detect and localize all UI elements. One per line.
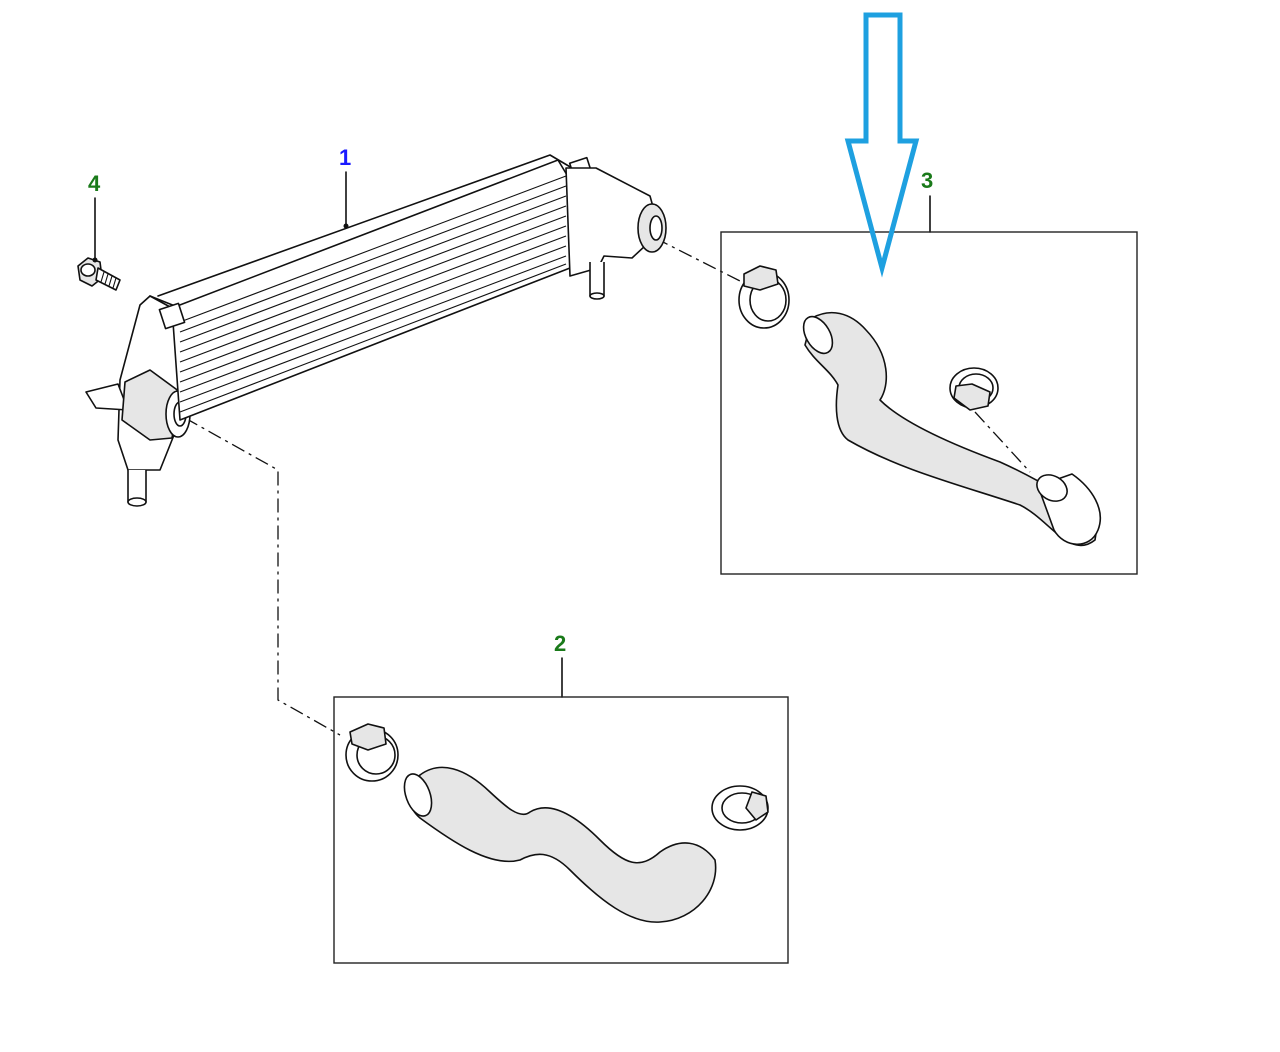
callout-1: 1 [339,145,351,229]
connector-lines [184,237,1031,736]
intercooler-icon[interactable] [85,154,667,507]
callout-3-label: 3 [921,168,933,193]
callout-2-label: 2 [554,631,566,656]
lower-hose-with-clamps-icon[interactable] [333,696,789,964]
hose-clamp-icon [949,367,999,411]
hose-clamp-icon [711,785,769,831]
upper-hose-with-clamps-icon[interactable] [720,231,1138,575]
bolt-icon[interactable] [77,257,121,291]
callout-1-label: 1 [339,145,351,170]
down-arrow-icon [844,12,920,278]
callout-2: 2 [554,631,566,698]
callout-3: 3 [921,168,933,233]
callout-4: 4 [88,171,101,263]
part-3-frame [720,231,1138,575]
hose-clamp-icon [345,723,399,782]
hose-clamp-icon [738,265,790,329]
intercooler-fins [179,175,567,413]
callout-4-label: 4 [88,171,101,196]
part-2-frame [333,696,789,964]
